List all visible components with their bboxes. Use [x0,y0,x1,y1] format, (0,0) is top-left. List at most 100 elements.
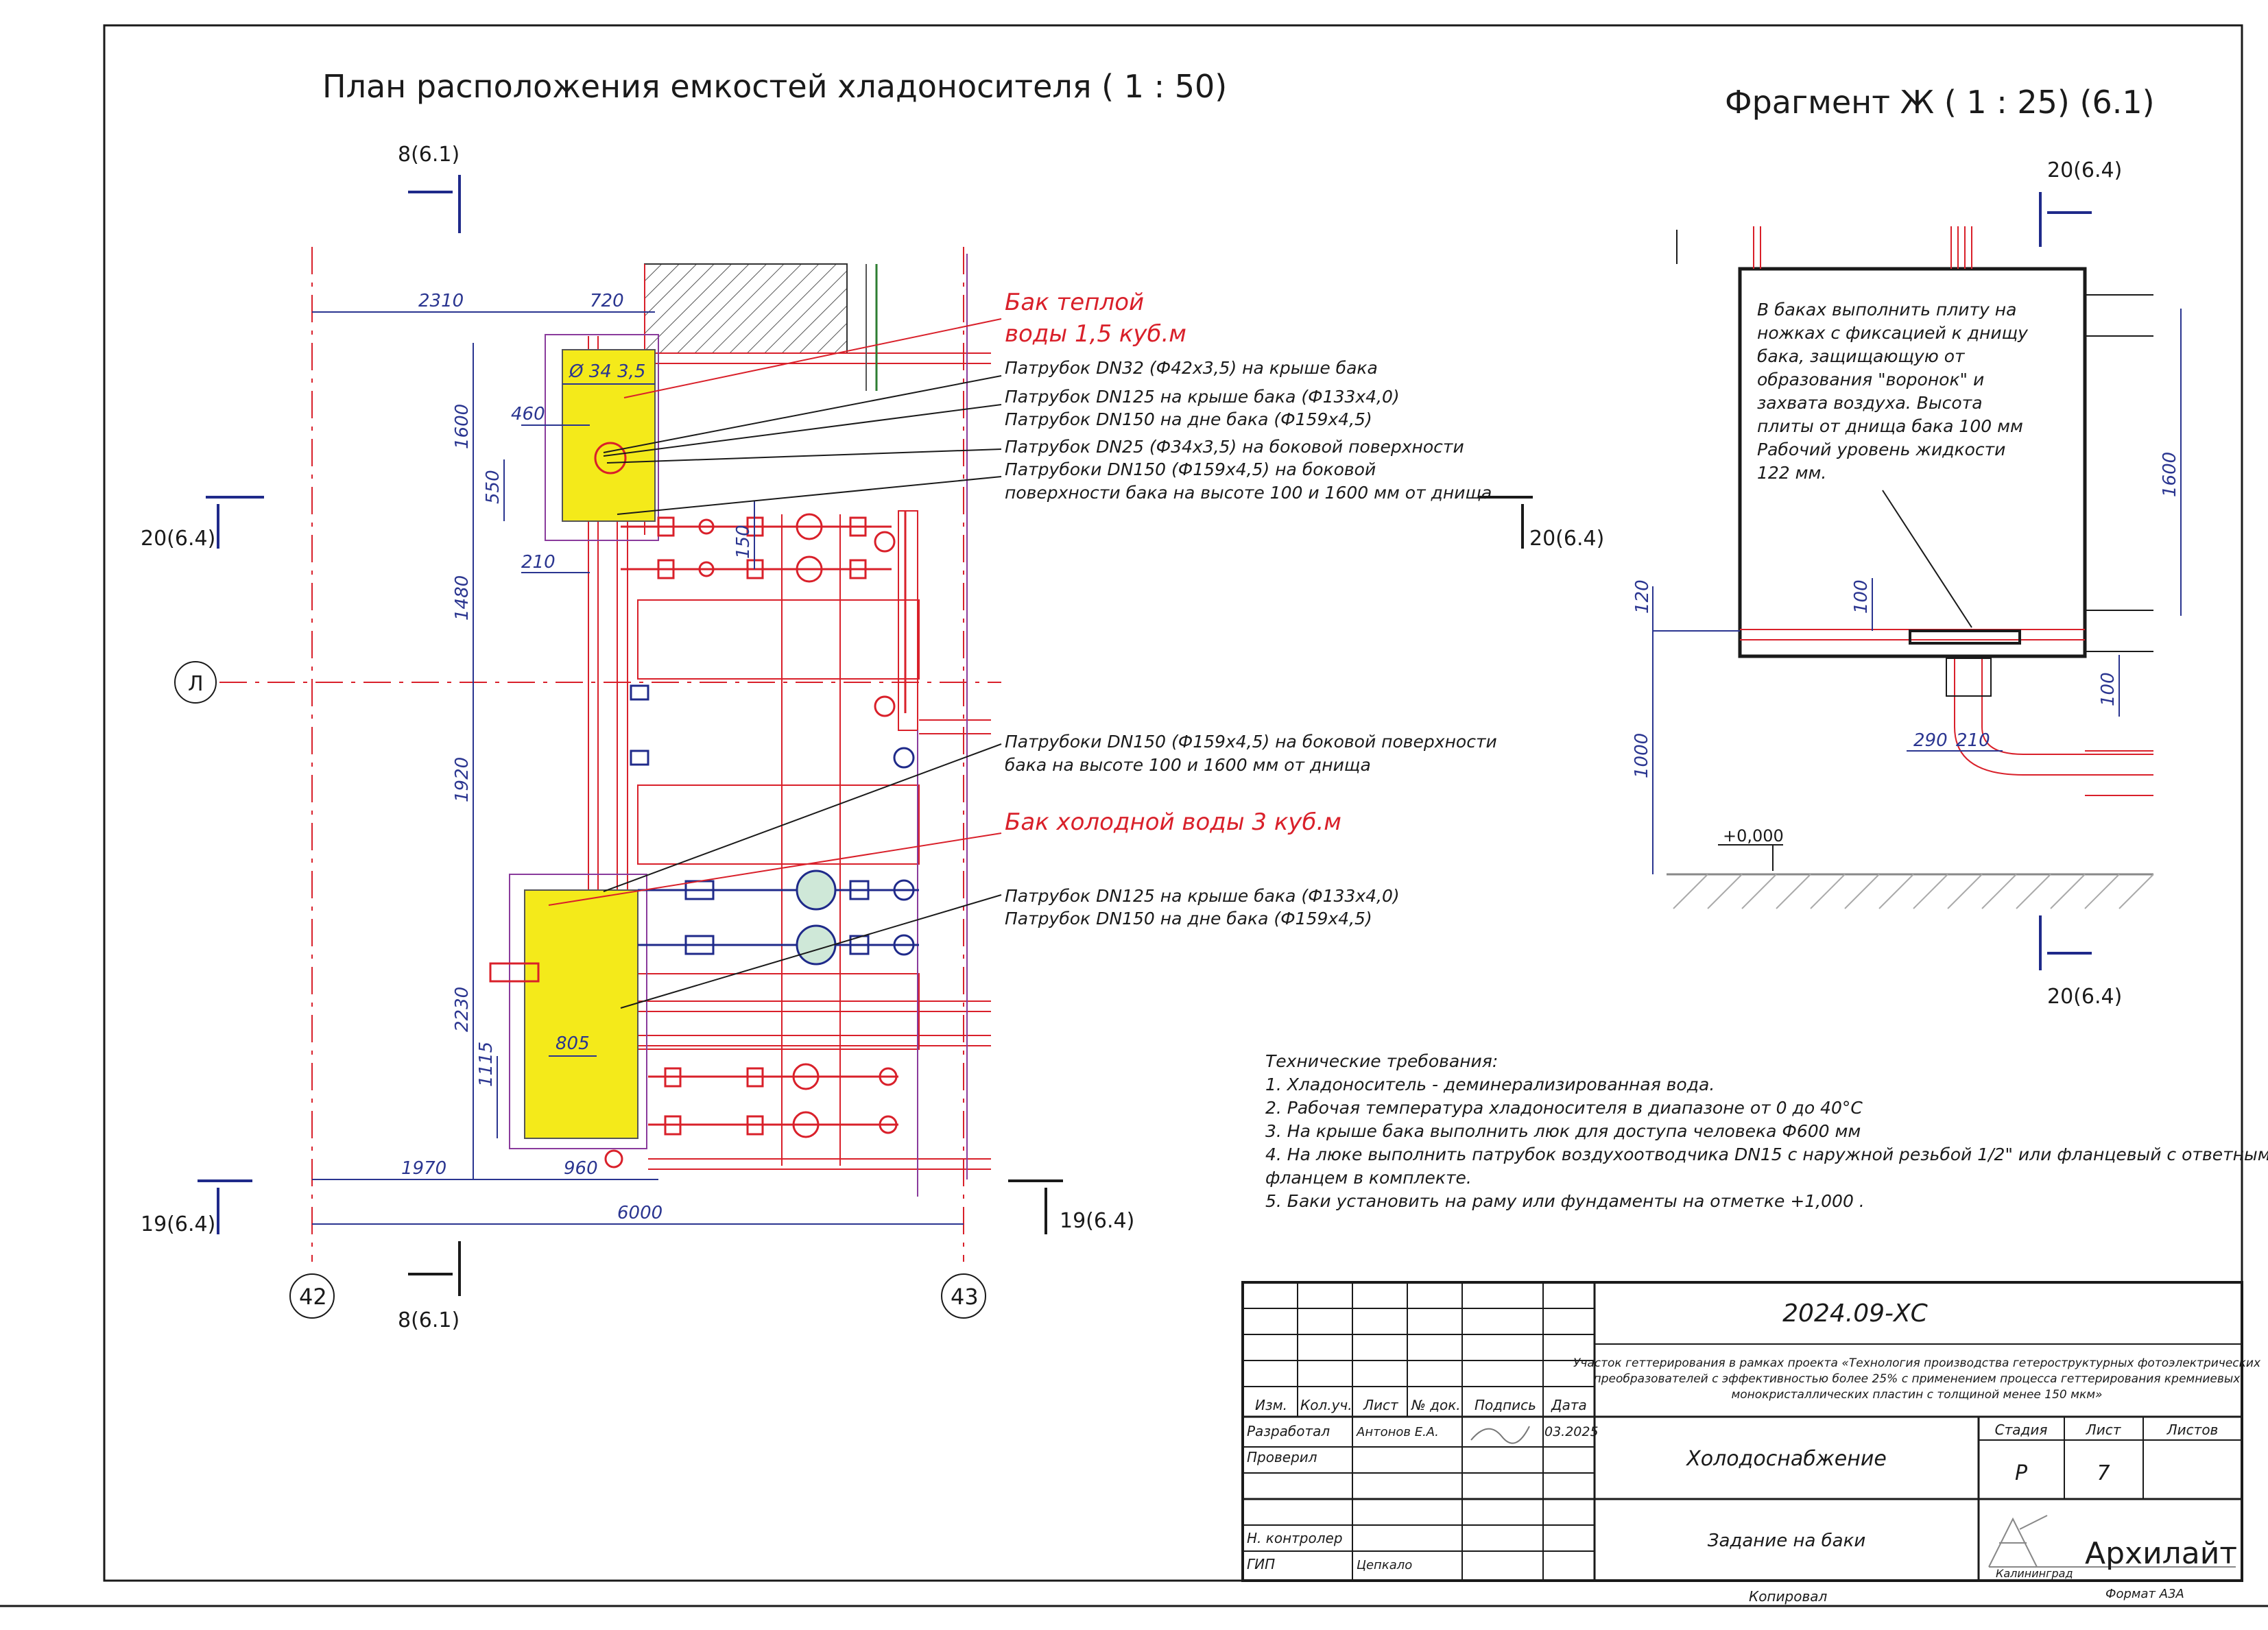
cold-pipe-rows [630,684,919,966]
title-block [1241,1281,2243,1582]
frag-dim-1000: 1000 [1632,733,1652,778]
fragment-view: 1600 120 100 100 1000 290 210 +0,000 В б… [1632,158,2182,1009]
floor-level: +0,000 [1723,826,1784,846]
section-19-left: 19(6.4) [141,1212,215,1236]
tb-sheet: 7 [2097,1461,2110,1485]
req-0: Технические требования: [1265,1051,1498,1071]
technical-requirements: Технические требования: 1. Хладоноситель… [1265,1051,2268,1211]
tb-sheet-label: Лист [2086,1422,2122,1438]
tb-header-kol: Кол.уч. [1300,1397,1352,1413]
frag-dim-210: 210 [1956,730,1990,751]
axis-label-42: 42 [299,1284,327,1310]
req-3: 3. На крыше бака выполнить люк для досту… [1265,1121,1861,1141]
dim-1970: 1970 [401,1158,446,1179]
dim-805: 805 [556,1033,590,1054]
dim-1115: 1115 [476,1042,497,1087]
frag-dim-100a: 100 [1851,579,1872,614]
dim-150: 150 [733,525,754,559]
tb-date: 03.2025 [1544,1424,1599,1439]
dim-1920: 1920 [452,757,473,802]
dim-phi: Ø 34 3,5 [569,361,645,382]
tb-header-doc: № док. [1411,1397,1461,1413]
warm-nozzle-2: Патрубок DN125 на крыше бака (Ф133х4,0) [1005,387,1400,407]
dim-6000: 6000 [617,1203,663,1223]
signature [1470,1426,1530,1444]
req-4: 4. На люке выполнить патрубок воздухоотв… [1265,1144,2268,1164]
section-20-left: 20(6.4) [141,527,215,551]
tb-sheet-name: Задание на баки [1708,1531,1865,1551]
req-1: 1. Хладоноситель - деминерализированная … [1265,1075,1715,1094]
tb-code: 2024.09-ХС [1782,1299,1929,1328]
warm-nozzle-3: Патрубок DN150 на дне бака (Ф159х4,5) [1005,409,1372,429]
cold-red-rows [489,962,898,1168]
fragment-tank [1738,267,2087,658]
frag-note-2: ножках с фиксацией к днищу [1757,323,2029,343]
axis-label-l: Л [188,672,204,696]
tb-norm-label: Н. контролер [1247,1530,1343,1546]
cold-nozzle-1: Патрубоки DN150 (Ф159х4,5) на боковой по… [1005,732,1497,752]
frag-dim-100b: 100 [2098,672,2118,706]
frag-note-1: В баках выполнить плиту на [1757,300,2016,320]
section-8-bottom: 8(6.1) [398,1308,459,1332]
dim-2230: 2230 [452,987,473,1032]
plan-title: План расположения емкостей хладоносителя… [322,68,1227,105]
warm-nozzle-1: Патрубок DN32 (Ф42х3,5) на крыше бака [1005,358,1378,378]
wall-hatch [644,263,848,354]
dim-960: 960 [564,1158,598,1179]
frag-dim-290: 290 [1913,730,1948,751]
dim-460: 460 [511,404,545,424]
tb-project-2: преобразователей с эффективностью более … [1594,1372,2241,1386]
frag-note-6: плиты от днища бака 100 мм [1757,416,2023,436]
dim-1600: 1600 [452,404,473,449]
tb-stage-label: Стадия [1995,1422,2048,1438]
tb-project-1: Участок геттерирования в рамках проекта … [1573,1356,2261,1370]
cold-tank-label: Бак холодной воды 3 куб.м [1005,808,1341,836]
axis-bubble-43 [941,1273,986,1319]
warm-water-tank [562,349,656,522]
company-name: Архилайт [2085,1536,2237,1571]
tb-developed-name: Антонов Е.А. [1356,1425,1439,1439]
req-6: 5. Баки установить на раму или фундамент… [1265,1191,1865,1211]
axis-bubble-l [174,661,217,704]
frag-note-7: Рабочий уровень жидкости [1757,440,2005,459]
frag-note-3: бака, защищающую от [1757,346,1966,366]
dim-210: 210 [521,552,556,573]
tb-section: Холодоснабжение [1685,1447,1887,1471]
section-19-right: 19(6.4) [1060,1209,1134,1233]
section-8-top: 8(6.1) [398,143,459,167]
tb-header-list: Лист [1363,1397,1399,1413]
frag-section-20-top: 20(6.4) [2047,158,2122,182]
footer-format: Формат А3А [2105,1587,2184,1601]
company-sub: Калининград [1996,1567,2073,1580]
req-2: 2. Рабочая температура хладоносителя в д… [1265,1098,1863,1118]
company-logo: Архилайт Калининград [1988,1515,2237,1580]
cold-water-tank [524,889,638,1139]
tb-checked-label: Проверил [1247,1449,1317,1465]
footer-copied: Копировал [1749,1588,1827,1605]
warm-tank-label-1: Бак теплой [1005,289,1144,316]
section-20-right: 20(6.4) [1529,527,1604,551]
axis-bubble-42 [289,1273,335,1319]
tb-header-sign: Подпись [1475,1397,1536,1413]
frag-note-8: 122 мм. [1757,463,1826,483]
plan-view: 2310 720 Ø 34 3,5 1600 460 550 210 150 1… [141,143,1604,1332]
dim-720: 720 [590,291,624,311]
cold-nozzle-3: Патрубок DN125 на крыше бака (Ф133х4,0) [1005,886,1400,906]
warm-tank-label-2: воды 1,5 куб.м [1005,320,1186,348]
warm-nozzle-5: Патрубоки DN150 (Ф159х4,5) на боковой [1005,459,1376,479]
cold-nozzle-2: бака на высоте 100 и 1600 мм от днища [1005,755,1371,775]
tb-developed-label: Разработал [1247,1423,1330,1439]
tb-sheets-label: Листов [2166,1422,2219,1438]
dim-550: 550 [483,470,503,504]
dim-1480: 1480 [452,575,473,621]
cold-nozzle-4: Патрубок DN150 на дне бака (Ф159х4,5) [1005,909,1372,928]
tb-project-3: монокристаллических пластин с толщиной м… [1731,1388,2102,1402]
frag-note-5: захвата воздуха. Высота [1757,393,1983,413]
warm-nozzle-4: Патрубок DN25 (Ф34х3,5) на боковой повер… [1005,437,1464,457]
warm-nozzle-6: поверхности бака на высоте 100 и 1600 мм… [1005,483,1492,503]
axis-label-43: 43 [951,1284,979,1310]
tb-gip-name: Цепкало [1357,1558,1412,1572]
tb-header-izm: Изм. [1255,1397,1287,1413]
req-5: фланцем в комплекте. [1265,1168,1472,1188]
